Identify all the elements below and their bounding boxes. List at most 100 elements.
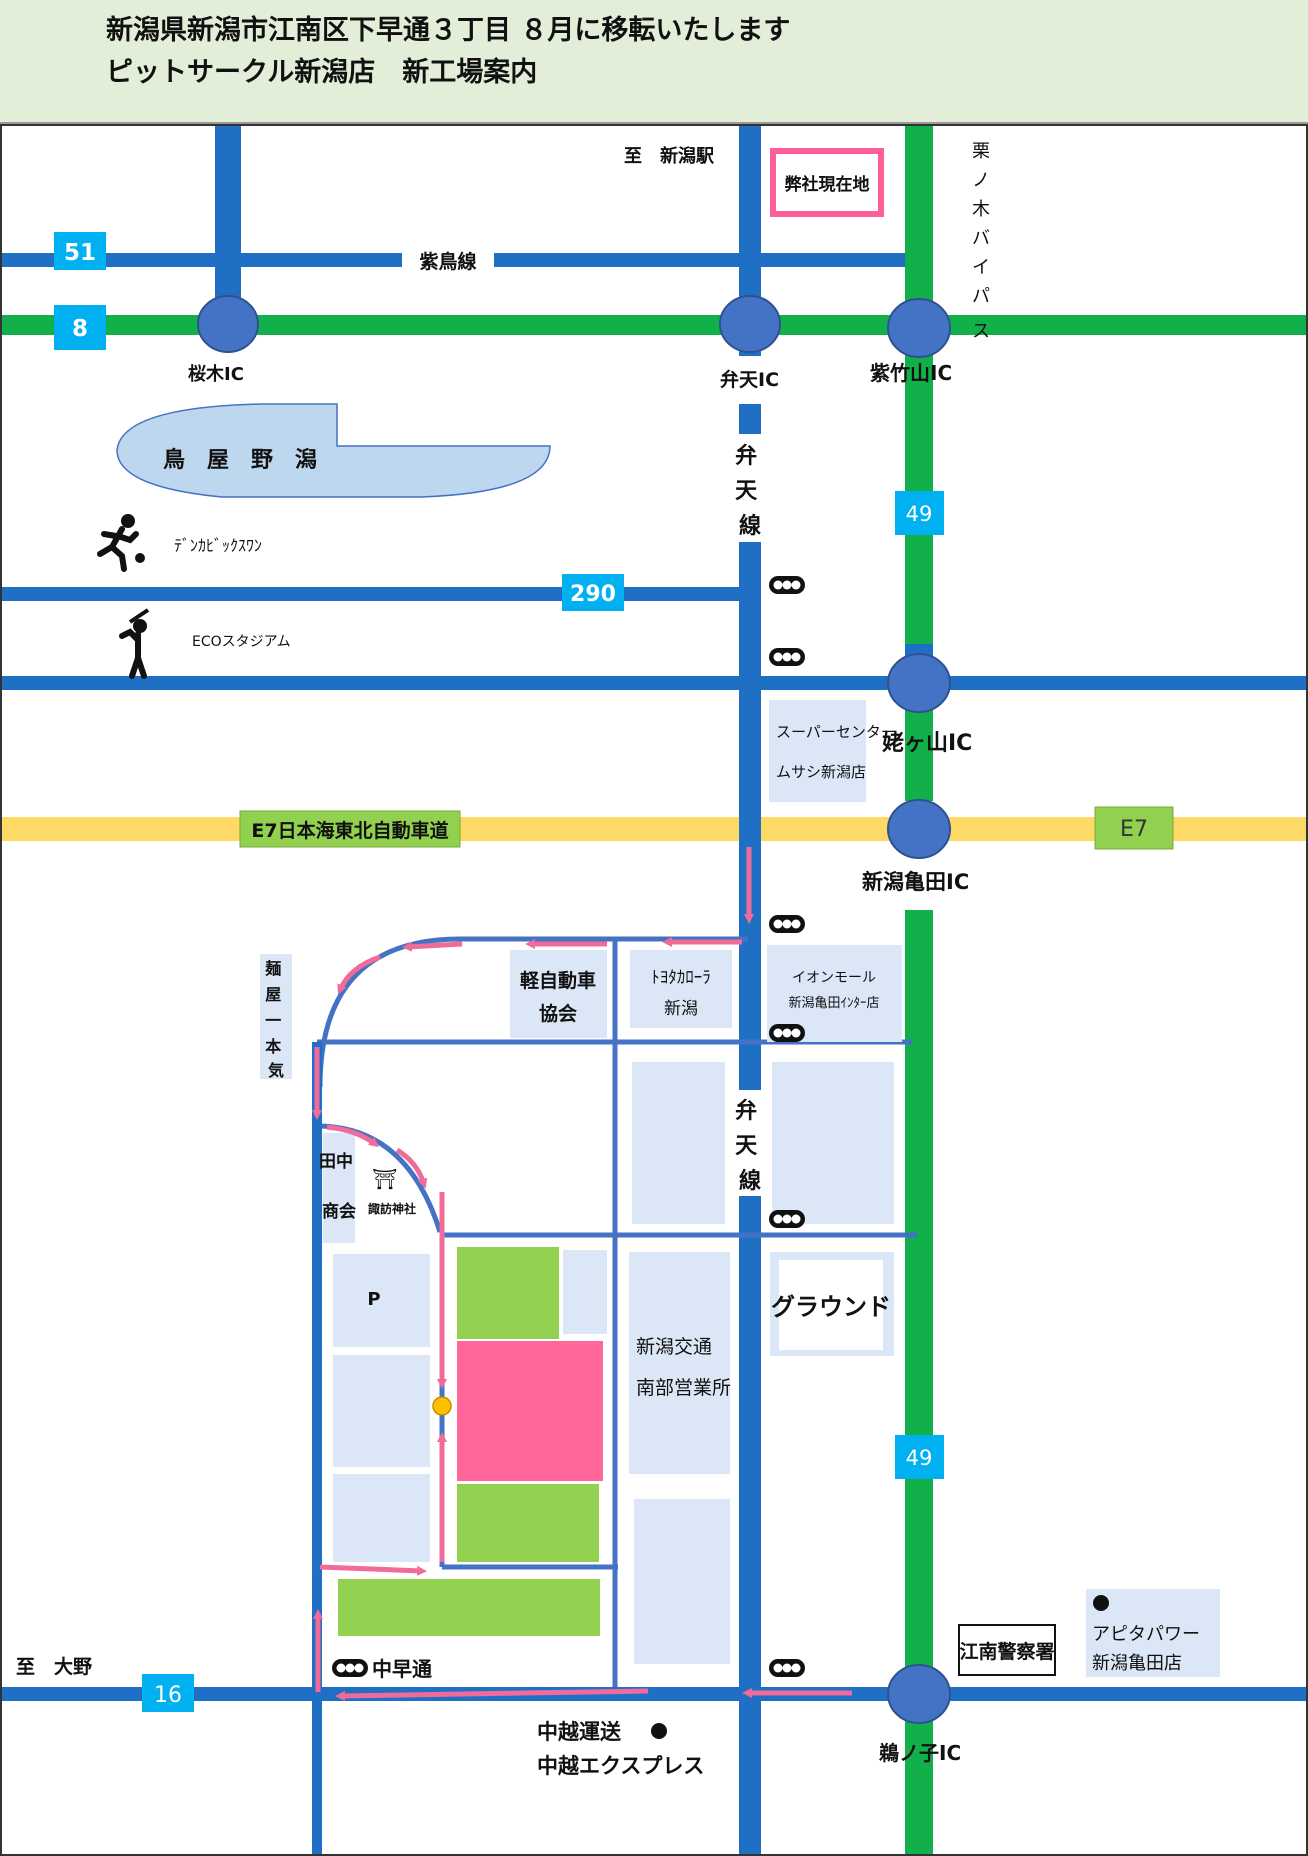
e7-name-badge [239, 810, 461, 848]
ic-unoko-label: 鵜ノ子IC [878, 1741, 961, 1765]
menya-char-4: 本 [265, 1037, 281, 1056]
road-sakuragi [215, 126, 241, 322]
benten-lower-char-1: 弁 [735, 1098, 757, 1124]
police-box [958, 1624, 1056, 1676]
kurinoki-char-2: ノ [972, 170, 990, 191]
route-49-label-upper: 49 [906, 502, 933, 526]
aeon-label-1: イオンモール [792, 970, 876, 986]
road-8 [2, 315, 1306, 335]
kurinoki-bypass-label: 栗 ノ 木 バ イ パ ス [972, 141, 996, 342]
direction-ono: 至 大野 [16, 1655, 92, 1678]
header-address-line: 新潟県新潟市江南区下早通３丁目 ８月に移転いたします [106, 15, 791, 46]
ic-sakuragi-label: 桜木IC [188, 363, 244, 385]
traffic-signals [332, 576, 805, 1677]
current-location-label: 弊社現在地 [785, 174, 870, 195]
ic-uba-label: 姥ヶ山IC [882, 730, 972, 756]
header-banner: 新潟県新潟市江南区下早通３丁目 ８月に移転いたします ピットサークル新潟店 新工… [0, 0, 1308, 124]
ic-shichikuyama-marker [887, 298, 951, 358]
map-frame: 51 8 290 49 49 16 E7 紫鳥線 E7日本海東北自動車道 栗 ノ… [0, 124, 1308, 1856]
route-8-badge [54, 305, 106, 350]
runner-icon [97, 514, 145, 572]
parking-label: P [367, 1289, 380, 1310]
route-8-label: 8 [72, 316, 88, 342]
ic-shichikuyama-label: 紫竹山IC [870, 361, 952, 385]
route-49-badge-lower [895, 1435, 944, 1479]
toyota-label-1: ﾄﾖﾀｶﾛｰﾗ [651, 968, 711, 988]
shichikusen-label: 紫鳥線 [419, 250, 476, 273]
ic-kameda-marker [887, 799, 951, 859]
kurinoki-char-6: パ [972, 286, 990, 307]
kei-label-2: 協会 [539, 1002, 577, 1025]
ic-sakuragi-marker [197, 295, 259, 353]
benten-upper-char-1: 弁 [735, 443, 757, 469]
kurinoki-char-4: バ [972, 228, 990, 249]
benten-lower-char-2: 天 [735, 1134, 758, 1159]
road-uba [2, 676, 1306, 690]
bldg-block-east [772, 1062, 894, 1224]
menya-char-5: 気 [268, 1061, 284, 1080]
route-arrows [312, 847, 852, 1701]
apita-marker [1093, 1595, 1109, 1611]
ground-label: グラウンド [771, 1293, 891, 1321]
aeon-label-2: 新潟亀田ｲﾝﾀｰ店 [788, 995, 879, 1011]
lake-label: 鳥 屋 野 潟 [163, 447, 317, 473]
bldg-3 [563, 1250, 607, 1334]
ic-benten-label: 弁天IC [720, 368, 779, 391]
road-16 [2, 1687, 1306, 1701]
route-49-label-lower: 49 [906, 1446, 933, 1470]
road-west-vertical [312, 1042, 322, 1854]
benten-upper-char-2: 天 [735, 479, 758, 504]
direction-niigata-station: 至 新潟駅 [624, 145, 715, 167]
benten-line-label-upper: 弁 天 線 [735, 443, 765, 539]
entrance-marker [432, 1396, 452, 1416]
tanaka-line-1: 田中 [319, 1151, 353, 1172]
bldg-block-north [632, 1062, 725, 1224]
eco-stadium-label: ECOスタジアム [192, 634, 291, 650]
apita-label-1: アピタパワー [1092, 1624, 1200, 1645]
supercenter-label-2: ムサシ新潟店 [776, 763, 866, 781]
kei-label-1: 軽自動車 [520, 969, 596, 992]
expressway-e7 [2, 817, 1306, 841]
bldg-2 [333, 1474, 430, 1562]
benten-lower-char-3: 線 [739, 1168, 761, 1194]
chuetsu-label-2: 中越エクスプレス [537, 1754, 704, 1778]
tanaka-line-2: 商会 [322, 1201, 356, 1222]
route-16-badge [142, 1674, 194, 1712]
toyota-label-2: 新潟 [664, 999, 698, 1019]
kei-box [510, 950, 607, 1038]
benten-line-bg-lower [735, 1090, 765, 1196]
benten-line-bg-upper [735, 434, 765, 542]
tanaka-label: 田中 商会 [319, 1151, 359, 1222]
interchanges [197, 295, 951, 1724]
header-title-line: ピットサークル新潟店 新工場案内 [106, 57, 538, 88]
green-lot-2 [457, 1484, 599, 1562]
bldg-ground-inner [779, 1260, 883, 1350]
police-label: 江南警察署 [959, 1640, 1054, 1663]
route-51-label: 51 [64, 240, 96, 266]
bldg-kotsu [629, 1252, 730, 1474]
route-290-badge [562, 574, 624, 611]
bldg-1 [333, 1355, 430, 1467]
route-e7-badge [1094, 806, 1174, 850]
green-lot-1 [457, 1247, 559, 1339]
denka-big-swan-label: ﾃﾞﾝｶﾋﾞｯｸｽﾜﾝ [174, 536, 262, 555]
nakahayadori-label: 中早通 [372, 1657, 432, 1681]
menya-char-1: 麺 [264, 959, 281, 978]
kurinoki-char-7: ス [972, 321, 990, 342]
menya-label: 麺 屋 一 本 気 [264, 959, 287, 1080]
ic-benten-marker [719, 295, 781, 353]
bldg-south [634, 1499, 730, 1664]
kurinoki-char-5: イ [972, 257, 990, 278]
kurinoki-char-3: 木 [972, 199, 990, 220]
toyota-box [630, 950, 732, 1028]
menya-char-2: 屋 [265, 985, 281, 1004]
ic-kameda-label: 新潟亀田IC [862, 870, 969, 894]
chuetsu-label-1: 中越運送 [537, 1720, 622, 1744]
kurinoki-char-1: 栗 [972, 141, 990, 162]
shichikusen-bg [402, 245, 494, 275]
supercenter-box [769, 700, 866, 802]
torii-icon: ⛩ [372, 1167, 397, 1191]
route-51-badge [54, 232, 106, 270]
ic-uba-marker [887, 653, 951, 713]
